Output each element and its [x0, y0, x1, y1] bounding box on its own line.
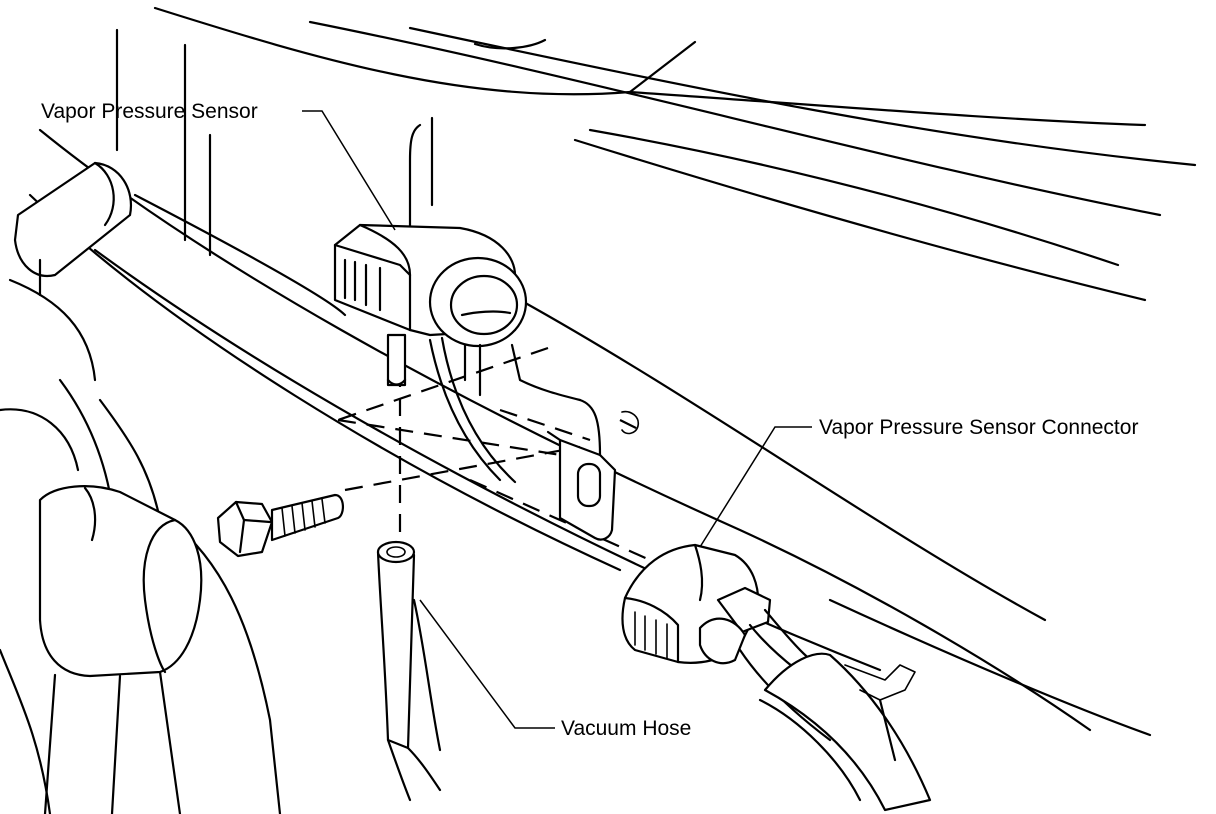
sensor-mounting-bracket	[546, 398, 640, 541]
label-vapor-pressure-sensor: Vapor Pressure Sensor	[41, 100, 258, 123]
vacuum-hose	[376, 540, 442, 802]
label-vapor-pressure-sensor-connector: Vapor Pressure Sensor Connector	[819, 416, 1138, 439]
label-vacuum-hose: Vacuum Hose	[561, 717, 691, 740]
vapor-pressure-sensor-connector	[621, 543, 932, 812]
mounting-bolt	[216, 493, 344, 558]
vehicle-body-panel	[0, 6, 1197, 814]
vapor-pressure-sensor	[333, 223, 582, 484]
callout-leaders	[302, 110, 812, 729]
